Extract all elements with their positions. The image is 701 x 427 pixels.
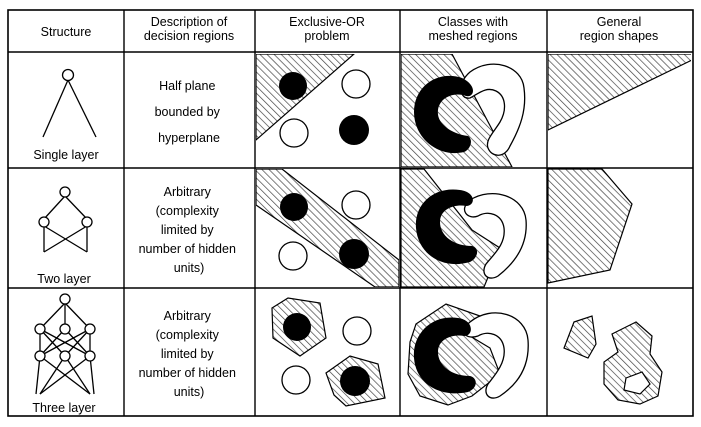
description-single-layer: Half plane bounded by hyperplane [155,79,224,145]
xor-class-b-dot [341,190,371,220]
header-structure: Structure [41,25,92,39]
meshed-two-layer-diagram [400,168,527,288]
meshed-single-layer-diagram [401,54,526,167]
xor-two-layer-diagram [256,169,399,287]
xor-class-a-dot [339,239,369,269]
row-label-two-layer: Two layer [37,272,91,286]
meshed-class-b-shape [463,192,527,279]
general-three-layer-diagram [563,315,663,405]
xor-class-a-dot [279,72,307,100]
xor-three-layer-diagram [271,297,386,407]
xor-class-b-dot [342,316,372,346]
meshed-three-layer-diagram [407,303,529,406]
xor-class-a-dot [340,366,370,396]
xor-class-a-dot [283,313,311,341]
description-two-layer: Arbitrary (complexity limited by number … [139,185,240,275]
description-three-layer: Arbitrary (complexity limited by number … [139,309,240,399]
xor-class-a-dot [280,193,308,221]
row-label-three-layer: Three layer [32,401,95,415]
general-single-layer-diagram [548,54,691,131]
general-two-layer-diagram [547,168,633,284]
row-label-single-layer: Single layer [33,148,98,162]
meshed-class-b-shape [460,63,526,156]
two-layer-network-icon [38,186,93,253]
xor-class-b-dot [281,365,311,395]
meshed-class-a-shape [413,317,476,394]
structure-column [34,68,97,395]
xor-class-a-dot [339,115,369,145]
xor-class-b-dot [279,118,309,148]
xor-single-layer-diagram [256,54,371,148]
meshed-class-b-shape [463,312,529,399]
table-grid [7,9,694,417]
three-layer-network-icon [34,293,96,395]
meshed-class-a-shape [415,189,478,265]
meshed-class-a-shape [414,75,473,154]
general-hole [623,371,651,395]
xor-class-b-dot [341,69,371,99]
xor-class-b-dot [278,241,308,271]
single-layer-network-icon [42,68,97,138]
